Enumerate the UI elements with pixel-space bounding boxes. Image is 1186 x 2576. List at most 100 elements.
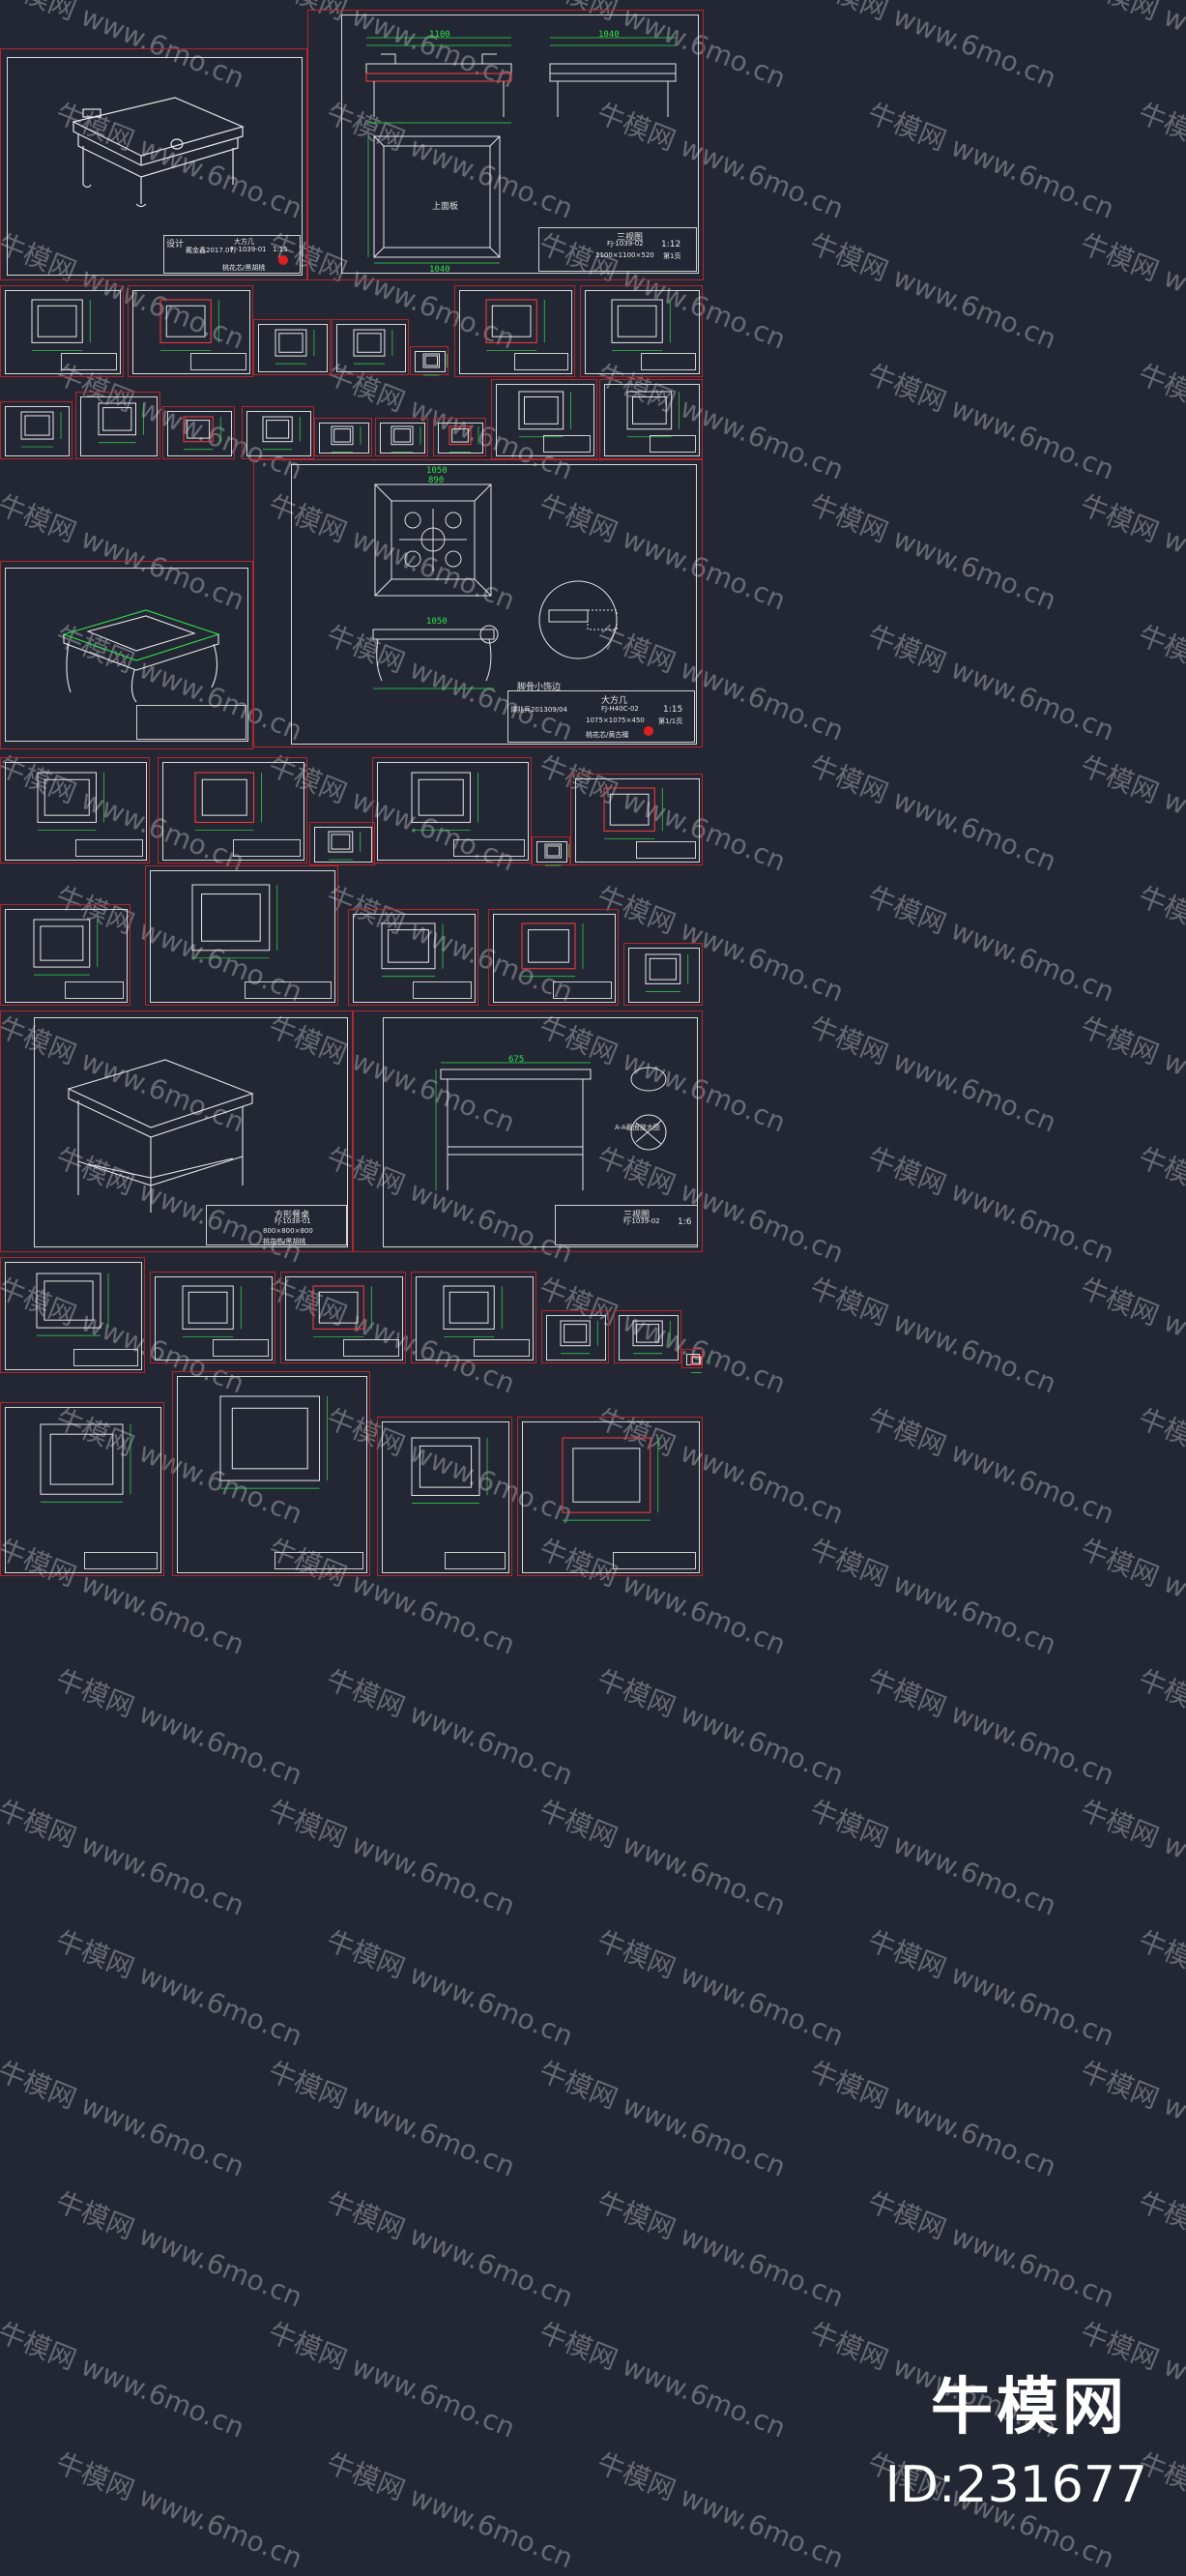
watermark-text: 牛模网 www.6mo.cn — [863, 1402, 1119, 1531]
dim-plan-width: 1050 — [426, 466, 448, 476]
drawing-frame — [162, 762, 304, 861]
section-label: A-A截面放大图 — [615, 1124, 660, 1131]
watermark-text: 牛模网 www.6mo.cn — [0, 1794, 249, 1922]
title-block — [136, 705, 246, 740]
tb-name-value: 三视图 — [617, 233, 644, 243]
watermark-text: 牛模网 www.6mo.cn — [863, 358, 1119, 486]
detail-drawing-sheet — [454, 285, 575, 377]
drawing-frame — [493, 914, 616, 1003]
tea-table-perspective-drawing — [72, 97, 245, 208]
dim-width: 675 — [508, 1055, 525, 1065]
detail-part-drawing — [521, 922, 584, 978]
detail-drawing-sheet — [0, 401, 72, 459]
side-elevation-drawing — [549, 37, 677, 117]
tb-scale-value: 1:15 — [273, 246, 288, 253]
watermark-text: 牛模网 www.6mo.cn — [1134, 1924, 1186, 2052]
detail-drawing-sheet — [623, 943, 703, 1006]
drawing-frame — [341, 15, 699, 274]
watermark-text: 牛模网 www.6mo.cn — [805, 1010, 1061, 1139]
dim-plan-inner: 890 — [428, 476, 445, 485]
watermark-text: 牛模网 www.6mo.cn — [1076, 1533, 1186, 1661]
title-block — [612, 1552, 696, 1569]
watermark-text: 牛模网 www.6mo.cn — [322, 1924, 578, 2053]
drawing-frame — [585, 290, 700, 374]
drawing-frame — [155, 1276, 273, 1361]
drawing-sheet-perspective-3: 方形餐桌 FJ-1038-01 800×800×800 桃花芯/黑胡桃 — [0, 1010, 353, 1252]
watermark-text: 牛模网 www.6mo.cn — [1076, 1272, 1186, 1400]
watermark-text: 牛模网 www.6mo.cn — [1134, 1402, 1186, 1530]
detail-part-drawing — [31, 299, 91, 351]
watermark-text: 牛模网 www.6mo.cn — [805, 749, 1061, 878]
detail-part-drawing — [159, 299, 219, 351]
drawing-frame — [150, 870, 335, 1003]
title-block — [473, 1339, 530, 1357]
detail-part-drawing — [40, 1423, 131, 1503]
drawing-frame — [536, 841, 567, 863]
tb-designer-value: 戴金鑫2017.07 — [186, 247, 234, 254]
detail-drawing-sheet — [488, 909, 619, 1006]
watermark-text: 牛模网 www.6mo.cn — [51, 1663, 307, 1792]
detail-drawing-sheet — [150, 1272, 275, 1363]
drawing-frame — [80, 396, 158, 456]
dining-elevation-drawing — [435, 1062, 592, 1190]
carved-top-plan-drawing — [374, 483, 492, 597]
tb-scale-value: 1:6 — [678, 1217, 692, 1227]
drawing-frame — [5, 1262, 142, 1370]
company-logo-stamp — [278, 255, 288, 265]
detail-drawing-sheet — [614, 1310, 681, 1363]
watermark-text: 牛模网 www.6mo.cn — [593, 1924, 849, 2053]
drawing-frame — [5, 762, 147, 861]
detail-part-drawing — [98, 402, 145, 444]
drawing-frame — [380, 423, 425, 454]
drawing-frame — [336, 324, 406, 372]
drawing-frame — [438, 423, 483, 454]
drawing-sheet-dining-views: 675 A-A截面放大图 三视图 FJ-1039-02 1:6 — [353, 1010, 703, 1252]
detail-drawing-sheet — [375, 418, 428, 456]
watermark-text: 牛模网 www.6mo.cn — [51, 2446, 307, 2575]
watermark-text: 牛模网 www.6mo.cn — [805, 1272, 1061, 1400]
detail-part-drawing — [36, 1273, 109, 1336]
detail-drawing-sheet — [145, 865, 338, 1006]
tb-scale-value: 1:12 — [661, 240, 681, 249]
title-block — [83, 1552, 158, 1569]
watermark-text: 牛模网 www.6mo.cn — [1076, 488, 1186, 617]
drawing-frame — [246, 411, 311, 456]
drawing-frame — [382, 1421, 509, 1573]
company-logo-stamp — [644, 726, 653, 736]
drawing-frame — [416, 1276, 534, 1361]
detail-drawing-sheet — [433, 418, 486, 456]
detail-part-drawing — [191, 884, 278, 958]
image-id-label: ID:231677 — [884, 2456, 1147, 2514]
detail-part-drawing — [422, 353, 448, 376]
section-detail-drawing — [630, 1067, 667, 1151]
watermark-text: 牛模网 www.6mo.cn — [1134, 880, 1186, 1008]
detail-part-drawing — [328, 831, 362, 860]
detail-drawing-sheet — [570, 774, 703, 865]
detail-drawing-sheet — [517, 1417, 703, 1576]
watermark-text: 牛模网 www.6mo.cn — [1134, 1663, 1186, 1791]
title-block — [542, 435, 591, 453]
detail-drawing-sheet — [242, 406, 314, 459]
detail-part-drawing — [183, 416, 221, 450]
drawing-sheet-three-views: 1100 1040 上面板 1040 三视图 1:12 1100×1100×52… — [307, 10, 704, 280]
detail-drawing-sheet — [377, 1417, 512, 1576]
dim-side-width: 1040 — [598, 30, 620, 40]
title-block: 方形餐桌 FJ-1038-01 800×800×800 桃花芯/黑胡桃 — [206, 1205, 347, 1245]
watermark-text: 牛模网 www.6mo.cn — [593, 1663, 849, 1792]
detail-drawing-sheet — [253, 319, 331, 375]
detail-drawing-sheet — [348, 909, 478, 1006]
detail-circle-drawing — [538, 580, 618, 659]
watermark-text: 牛模网 www.6mo.cn — [593, 2446, 849, 2575]
watermark-text: 牛模网 www.6mo.cn — [805, 0, 1061, 95]
detail-part-drawing — [219, 1395, 328, 1489]
drawing-frame — [5, 406, 70, 456]
drawing-frame — [34, 1017, 348, 1247]
detail-part-drawing — [411, 1437, 488, 1504]
watermark-text: 牛模网 www.6mo.cn — [863, 880, 1119, 1009]
watermark-text: 牛模网 www.6mo.cn — [863, 1663, 1119, 1792]
watermark-text: 牛模网 www.6mo.cn — [863, 2185, 1119, 2314]
drawing-sheet-perspective-1: 设计 戴金鑫2017.07 FJ-1039-01 大方几 1:15 桃花芯/黑胡… — [0, 48, 307, 280]
watermark-text: 牛模网 www.6mo.cn — [535, 1794, 791, 1922]
watermark-text: 牛模网 www.6mo.cn — [322, 2185, 578, 2314]
detail-part-drawing — [611, 299, 671, 351]
